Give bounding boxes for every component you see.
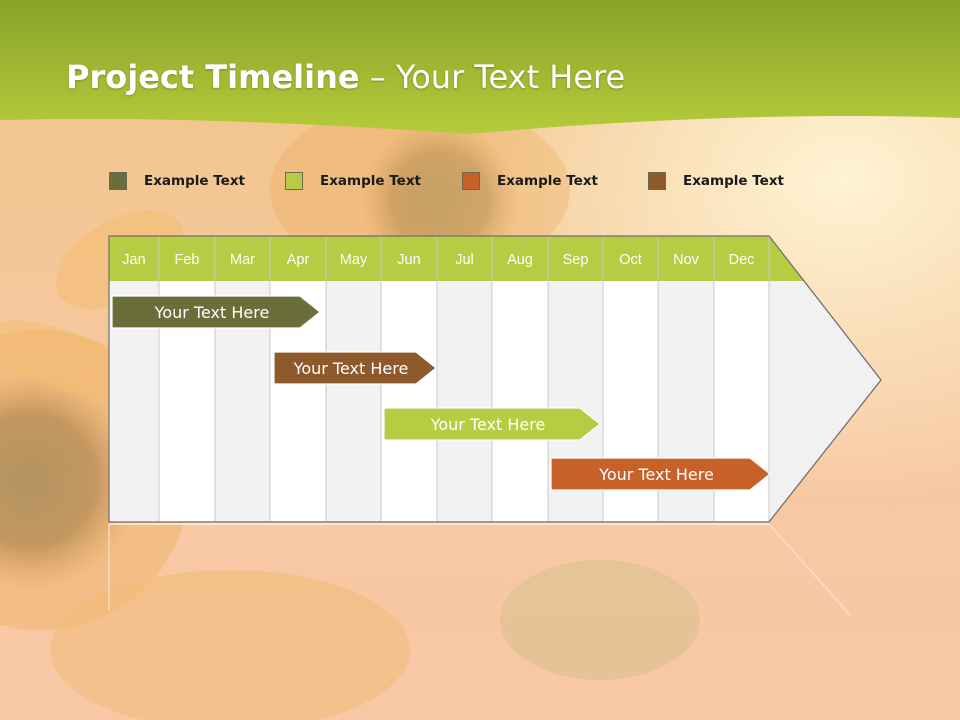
legend-item: Example Text bbox=[285, 171, 421, 191]
timeline-arrow-outline bbox=[108, 235, 882, 523]
month-label-feb: Feb bbox=[175, 252, 200, 268]
month-label-apr: Apr bbox=[287, 252, 310, 268]
month-label-jun: Jun bbox=[397, 252, 420, 268]
task-label: Your Text Here bbox=[430, 415, 546, 434]
month-label-sep: Sep bbox=[563, 252, 589, 268]
task-bar: Your Text Here bbox=[550, 457, 771, 491]
legend-swatch bbox=[109, 172, 127, 190]
month-label-nov: Nov bbox=[673, 252, 700, 268]
month-label-oct: Oct bbox=[619, 252, 642, 268]
task-arrow bbox=[550, 457, 771, 491]
month-label-jan: Jan bbox=[122, 252, 145, 268]
month-column bbox=[381, 281, 437, 522]
legend-swatch bbox=[462, 172, 480, 190]
month-header-band bbox=[109, 236, 805, 281]
task-bar: Your Text Here bbox=[383, 407, 601, 441]
page-title: Project Timeline – Your Text Here bbox=[66, 58, 625, 96]
month-column bbox=[326, 281, 381, 522]
title-main: Project Timeline bbox=[66, 58, 360, 96]
task-arrow bbox=[273, 351, 437, 385]
month-label-aug: Aug bbox=[507, 252, 533, 268]
month-label-dec: Dec bbox=[729, 252, 755, 268]
timeline-reflection bbox=[108, 523, 851, 616]
task-label: Your Text Here bbox=[598, 465, 714, 484]
legend-label: Example Text bbox=[497, 173, 598, 189]
legend-label: Example Text bbox=[144, 173, 245, 189]
task-label: Your Text Here bbox=[154, 303, 270, 322]
legend-swatch bbox=[285, 172, 303, 190]
legend-label: Example Text bbox=[320, 173, 421, 189]
month-label-mar: Mar bbox=[230, 252, 255, 268]
legend-item: Example Text bbox=[109, 171, 245, 191]
reflection-line bbox=[768, 523, 851, 616]
title-separator: – bbox=[359, 58, 396, 96]
task-arrow bbox=[111, 295, 321, 329]
legend-item: Example Text bbox=[462, 171, 598, 191]
task-arrow bbox=[383, 407, 601, 441]
month-label-may: May bbox=[340, 252, 368, 268]
task-bar: Your Text Here bbox=[273, 351, 437, 385]
task-bar: Your Text Here bbox=[111, 295, 321, 329]
month-column bbox=[437, 281, 492, 522]
legend-item: Example Text bbox=[648, 171, 784, 191]
legend-label: Example Text bbox=[683, 173, 784, 189]
task-label: Your Text Here bbox=[293, 359, 409, 378]
month-column bbox=[492, 281, 548, 522]
legend-swatch bbox=[648, 172, 666, 190]
month-label-jul: Jul bbox=[455, 252, 474, 268]
title-subtitle: Your Text Here bbox=[395, 58, 626, 96]
